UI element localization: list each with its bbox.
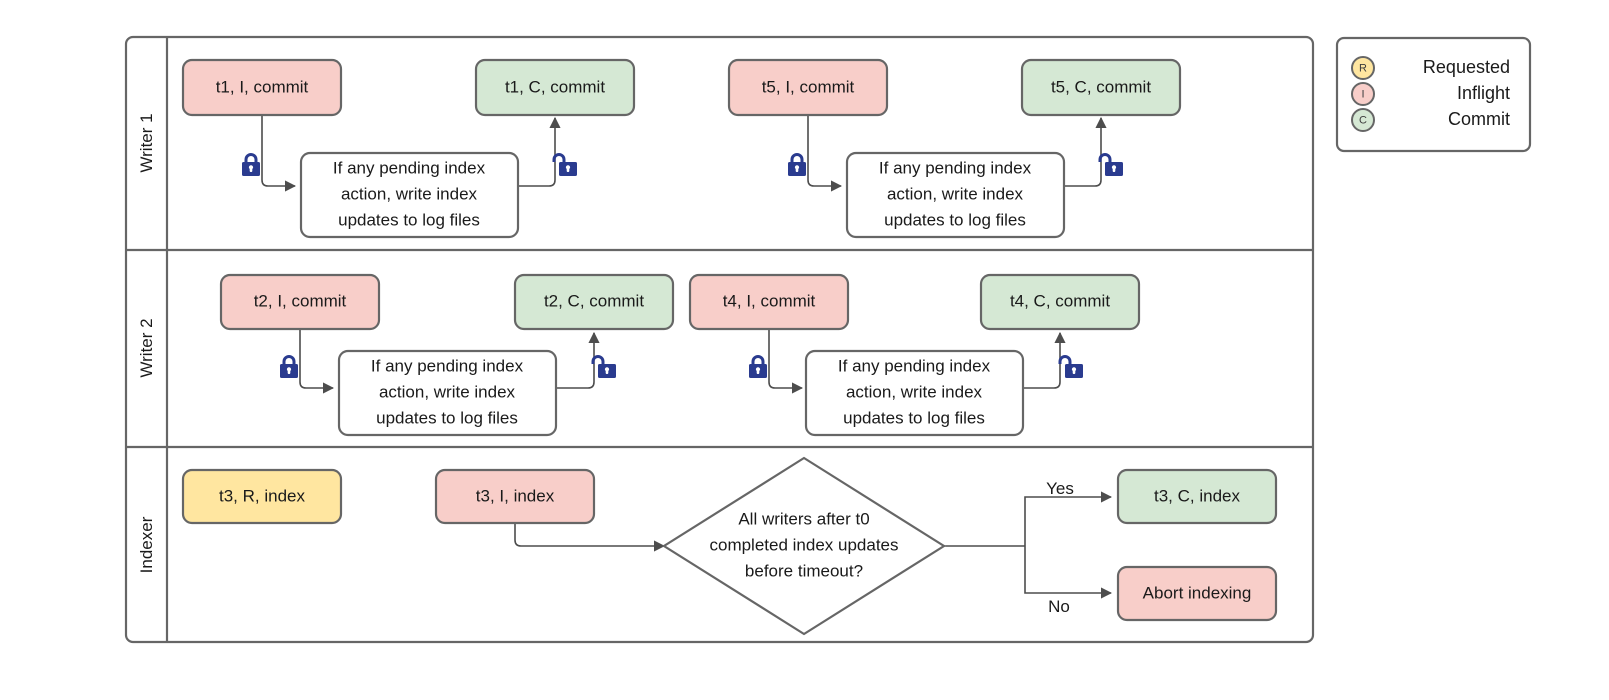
node-label: t2, I, commit (254, 291, 347, 310)
node-label: t2, C, commit (544, 291, 644, 310)
decision-line-1: All writers after t0 (738, 509, 869, 528)
node-label: t3, C, index (1154, 486, 1240, 505)
node-label: t5, C, commit (1051, 77, 1151, 96)
indexer-edges (514, 491, 1113, 599)
process-line-2: action, write index (846, 382, 983, 401)
lock-open-icon (591, 355, 616, 378)
legend-item-inflight: I Inflight (1351, 82, 1510, 106)
node-w1-t1-commit[interactable]: t1, C, commit (474, 58, 636, 117)
lane-label-writer1: Writer 1 (137, 113, 156, 172)
swimlane-frame (124, 35, 1315, 644)
legend-item-commit: C Commit (1351, 108, 1510, 132)
legend-glyph-commit: C (1359, 114, 1367, 126)
writer2-edges (299, 329, 1066, 394)
decision-line-3: before timeout? (745, 561, 863, 580)
node-w2-t4-inflight[interactable]: t4, I, commit (688, 273, 850, 331)
node-idx-decision[interactable]: All writers after t0 completed index upd… (661, 456, 947, 636)
legend-item-requested: R Requested (1351, 56, 1510, 80)
node-label: t1, C, commit (505, 77, 605, 96)
lane-title-writer1: Writer 1 (137, 113, 156, 172)
process-line-2: action, write index (887, 184, 1024, 203)
node-label: t3, I, index (476, 486, 555, 505)
node-w2-t4-commit[interactable]: t4, C, commit (979, 273, 1141, 331)
node-idx-abort[interactable]: Abort indexing (1116, 565, 1278, 622)
lane-title-indexer: Indexer (137, 516, 156, 573)
process-line-2: action, write index (341, 184, 478, 203)
process-line-3: updates to log files (338, 210, 480, 229)
process-line-2: action, write index (379, 382, 516, 401)
node-idx-t3-commit[interactable]: t3, C, index (1116, 468, 1278, 525)
node-label: t5, I, commit (762, 77, 855, 96)
legend-glyph-requested: R (1359, 62, 1367, 74)
node-label: t3, R, index (219, 486, 305, 505)
writer1-edges (261, 115, 1107, 192)
legend-panel: R Requested I Inflight C Commit (1335, 36, 1532, 153)
node-label: t1, I, commit (216, 77, 309, 96)
process-line-1: If any pending index (371, 356, 524, 375)
node-idx-t3-requested[interactable]: t3, R, index (181, 468, 343, 525)
node-label: t4, C, commit (1010, 291, 1110, 310)
lock-open-icon (1058, 355, 1083, 378)
legend-glyph-inflight: I (1361, 88, 1364, 100)
lane-title-writer2: Writer 2 (137, 318, 156, 377)
node-w1-left-process[interactable]: If any pending index action, write index… (299, 151, 520, 239)
lock-closed-icon (788, 153, 806, 176)
process-line-3: updates to log files (843, 408, 985, 427)
lock-closed-icon (749, 355, 767, 378)
node-w1-right-process[interactable]: If any pending index action, write index… (845, 151, 1066, 239)
node-label: t4, I, commit (723, 291, 816, 310)
lock-open-icon (1098, 153, 1123, 176)
process-line-1: If any pending index (333, 158, 486, 177)
lane-label-indexer: Indexer (137, 516, 156, 573)
lock-closed-icon (242, 153, 260, 176)
decision-line-2: completed index updates (709, 535, 898, 554)
lock-closed-icon (280, 355, 298, 378)
node-idx-t3-inflight[interactable]: t3, I, index (434, 468, 596, 525)
legend-label-inflight: Inflight (1457, 83, 1510, 103)
process-line-1: If any pending index (838, 356, 991, 375)
node-label: Abort indexing (1143, 583, 1252, 602)
node-w2-left-process[interactable]: If any pending index action, write index… (337, 349, 558, 437)
node-w1-t1-inflight[interactable]: t1, I, commit (181, 58, 343, 117)
edge-label-yes: Yes (1046, 479, 1074, 498)
node-w2-right-process[interactable]: If any pending index action, write index… (804, 349, 1025, 437)
legend-label-commit: Commit (1448, 109, 1510, 129)
node-w1-t5-commit[interactable]: t5, C, commit (1020, 58, 1182, 117)
process-line-1: If any pending index (879, 158, 1032, 177)
lane-label-writer2: Writer 2 (137, 318, 156, 377)
legend-label-requested: Requested (1423, 57, 1510, 77)
process-line-3: updates to log files (376, 408, 518, 427)
lock-open-icon (552, 153, 577, 176)
process-line-3: updates to log files (884, 210, 1026, 229)
node-w2-t2-inflight[interactable]: t2, I, commit (219, 273, 381, 331)
node-w2-t2-commit[interactable]: t2, C, commit (513, 273, 675, 331)
node-w1-t5-inflight[interactable]: t5, I, commit (727, 58, 889, 117)
edge-label-no: No (1048, 597, 1070, 616)
